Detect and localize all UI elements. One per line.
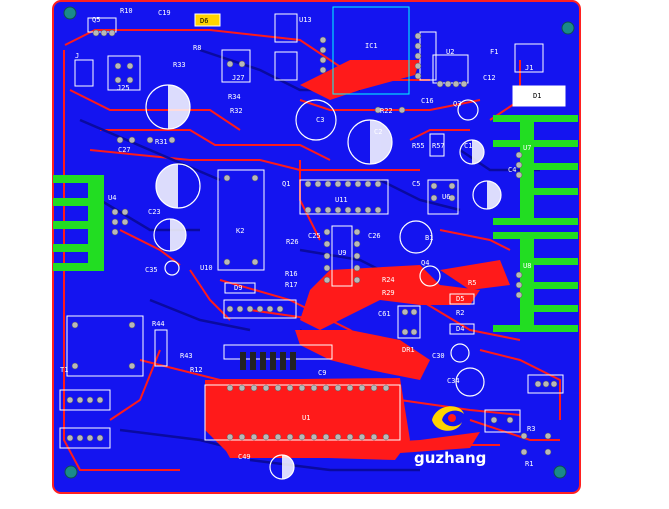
label-r44: R44 [152,320,165,328]
label-ic1: IC1 [365,42,378,50]
label-r3: R3 [527,425,535,433]
silkscreen-outlines [59,13,566,449]
label-c61: C61 [378,310,391,318]
label-t1: T1 [60,366,68,374]
capacitor-hatching [156,85,501,479]
label-q5: Q5 [92,16,100,24]
label-d6: D6 [200,17,208,25]
label-u6: U6 [442,193,450,201]
label-d9: D9 [234,284,242,292]
ic-pins [66,29,558,456]
label-c23: C23 [148,208,161,216]
label-j27: J27 [232,74,245,82]
label-dr1: DR1 [402,346,415,354]
label-r55: R55 [412,142,425,150]
label-q3: Q3 [453,100,461,108]
label-r16: R16 [285,270,298,278]
label-c19: C19 [158,9,171,17]
label-r29: R29 [382,289,395,297]
label-c26: C26 [368,232,381,240]
component-labels: Q5 R10 C19 D6 R8 U13 IC1 U2 F1 J1 J J25 … [60,7,541,468]
label-r5: R5 [468,279,476,287]
label-c9: C9 [318,369,326,377]
label-r34: R34 [228,93,241,101]
label-c4: C4 [508,166,516,174]
label-r32: R32 [230,107,243,115]
label-d1: D1 [533,92,541,100]
label-d5: D5 [456,295,464,303]
label-r57: R57 [432,142,445,150]
label-r10: R10 [120,7,133,15]
heatsink-left [53,175,104,271]
label-r22: R22 [380,107,393,115]
label-c12: C12 [483,74,496,82]
label-q4: Q4 [421,259,429,267]
label-c34: C34 [447,377,460,385]
label-c1: C1 [464,142,472,150]
label-r31: R31 [155,138,168,146]
label-r33: R33 [173,61,186,69]
brand-text: guzhang [414,449,486,467]
ic1-courtyard [332,6,410,95]
label-r1: R1 [525,460,533,468]
label-j25: J25 [117,84,130,92]
label-r26: R26 [286,238,299,246]
label-r2: R2 [456,309,464,317]
label-u13: U13 [299,16,312,24]
label-c2: C2 [374,128,382,136]
label-c30: C30 [432,352,445,360]
label-f1: F1 [490,48,498,56]
label-u4: U4 [108,194,116,202]
logo [432,406,464,431]
label-u7: U7 [523,144,531,152]
label-r24: R24 [382,276,395,284]
label-c16: C16 [421,97,434,105]
label-c5: C5 [412,180,420,188]
label-r12: R12 [190,366,203,374]
label-c27: C27 [118,146,131,154]
label-c49: C49 [238,453,251,461]
label-u9: U9 [338,249,346,257]
label-u11: U11 [335,196,348,204]
label-q1: Q1 [282,180,290,188]
label-d4: D4 [456,325,464,333]
label-c35: C35 [145,266,158,274]
label-u1: U1 [302,414,310,422]
label-u2: U2 [446,48,454,56]
label-r8: R8 [193,44,201,52]
label-u8: U8 [523,262,531,270]
label-k2: K2 [236,227,244,235]
label-c3: C3 [316,116,324,124]
header-strip [240,352,296,370]
heatsink-right-top [493,115,578,225]
heatsink-right-bottom [493,232,578,332]
label-j1: J1 [525,64,533,72]
label-u10: U10 [200,264,213,272]
label-r17: R17 [285,281,298,289]
label-b1: B1 [425,234,433,242]
label-r43: R43 [180,352,193,360]
mounting-holes [63,6,575,479]
label-j: J [75,52,79,60]
label-c25: C25 [308,232,321,240]
